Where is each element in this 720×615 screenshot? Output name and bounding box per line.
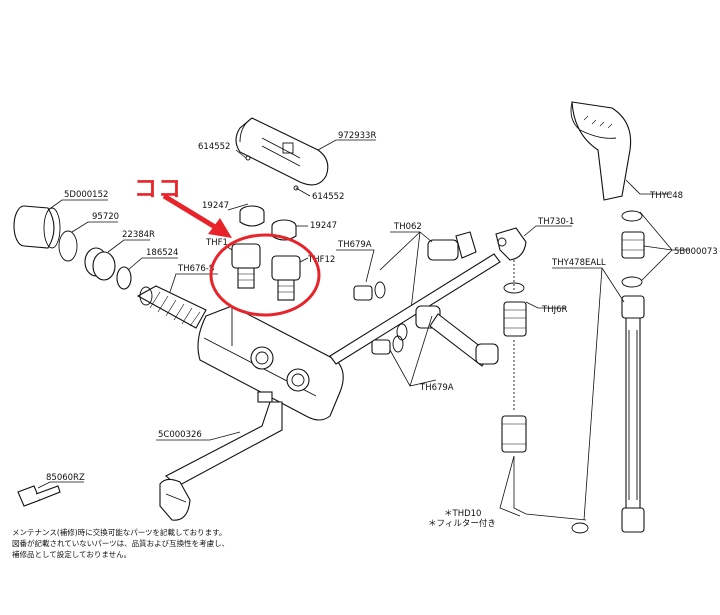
label-THF12: THF12 <box>307 255 335 265</box>
nut-TH679A-top <box>353 281 386 301</box>
washer-186524 <box>116 266 132 290</box>
elbow-TH062 <box>427 231 477 261</box>
label-186524: 186524 <box>146 248 178 258</box>
label-THYC48: THYC48 <box>649 191 683 201</box>
thermo-cartridge-TH676-S <box>136 285 207 329</box>
label-filter-note: ＊フィルター付き <box>428 518 496 529</box>
nut-5B000073 <box>621 231 645 259</box>
shower-hose-THY478EALL <box>621 295 645 533</box>
o-ring-upper <box>621 210 643 222</box>
ring-19247-left <box>239 205 265 227</box>
spout-5C000326 <box>159 401 283 521</box>
label-THY478EALL: THY478EALL <box>551 258 606 268</box>
label-TH730-1: TH730-1 <box>537 217 574 227</box>
note-line-1: メンテナンス(補修)時に交換可能なパーツを記載しております。 <box>12 528 227 537</box>
arm-pipe <box>329 253 501 367</box>
label-THJ6R: THJ6R <box>541 305 567 315</box>
shower-head-THYC48 <box>570 101 632 201</box>
label-614552-top: 614552 <box>198 142 230 152</box>
label-TH062: TH062 <box>393 222 422 232</box>
callout-label: ココ <box>134 176 182 202</box>
note-line-2: 図番が記載されていないパーツは、品質および互換性を考慮し、 <box>12 539 230 548</box>
callout-arrow-icon <box>162 193 232 238</box>
label-5B000073: 5B000073 <box>674 247 718 257</box>
adapter-THJ6R <box>503 301 527 337</box>
check-valve-THF12 <box>271 255 301 301</box>
o-ring-lower <box>621 276 643 288</box>
label-614552-bottom: 614552 <box>312 192 344 202</box>
label-22384R: 22384R <box>122 230 155 240</box>
label-5D000152: 5D000152 <box>64 190 108 200</box>
maintenance-note: メンテナンス(補修)時に交換可能なパーツを記載しております。 図番が記載されてい… <box>12 527 332 560</box>
label-TH679A-bottom: TH679A <box>419 383 454 393</box>
label-85060RZ: 85060RZ <box>46 473 85 483</box>
washer-center <box>503 282 525 294</box>
label-19247-left: 19247 <box>202 201 229 211</box>
label-THD10: ＊THD10 <box>444 509 481 519</box>
label-TH679A-top: TH679A <box>337 240 372 250</box>
note-line-3: 補修品として設定しておりません。 <box>12 550 132 559</box>
mixer-valve-body <box>197 305 344 421</box>
label-THF1: THF1 <box>205 238 228 248</box>
key-85060RZ <box>17 485 61 507</box>
label-TH676-S: TH676-S <box>177 264 214 274</box>
check-valve-THF1 <box>231 243 261 289</box>
packing-bottom <box>571 522 589 534</box>
elbow-TH730-1 <box>495 227 527 261</box>
label-972933R: 972933R <box>338 131 376 141</box>
filter-adapter-THD10 <box>501 415 527 453</box>
highlight-circle <box>209 233 321 317</box>
handle-cover-972933R <box>235 117 329 191</box>
temperature-handle-5D000152 <box>13 205 61 249</box>
label-5C000326: 5C000326 <box>158 430 202 440</box>
o-ring-95720 <box>58 230 78 262</box>
ring-22384R <box>84 247 116 281</box>
label-19247-right: 19247 <box>310 221 337 231</box>
ring-19247-right <box>271 219 297 241</box>
label-95720: 95720 <box>92 212 119 222</box>
nut-TH679A-bottom <box>371 323 408 355</box>
